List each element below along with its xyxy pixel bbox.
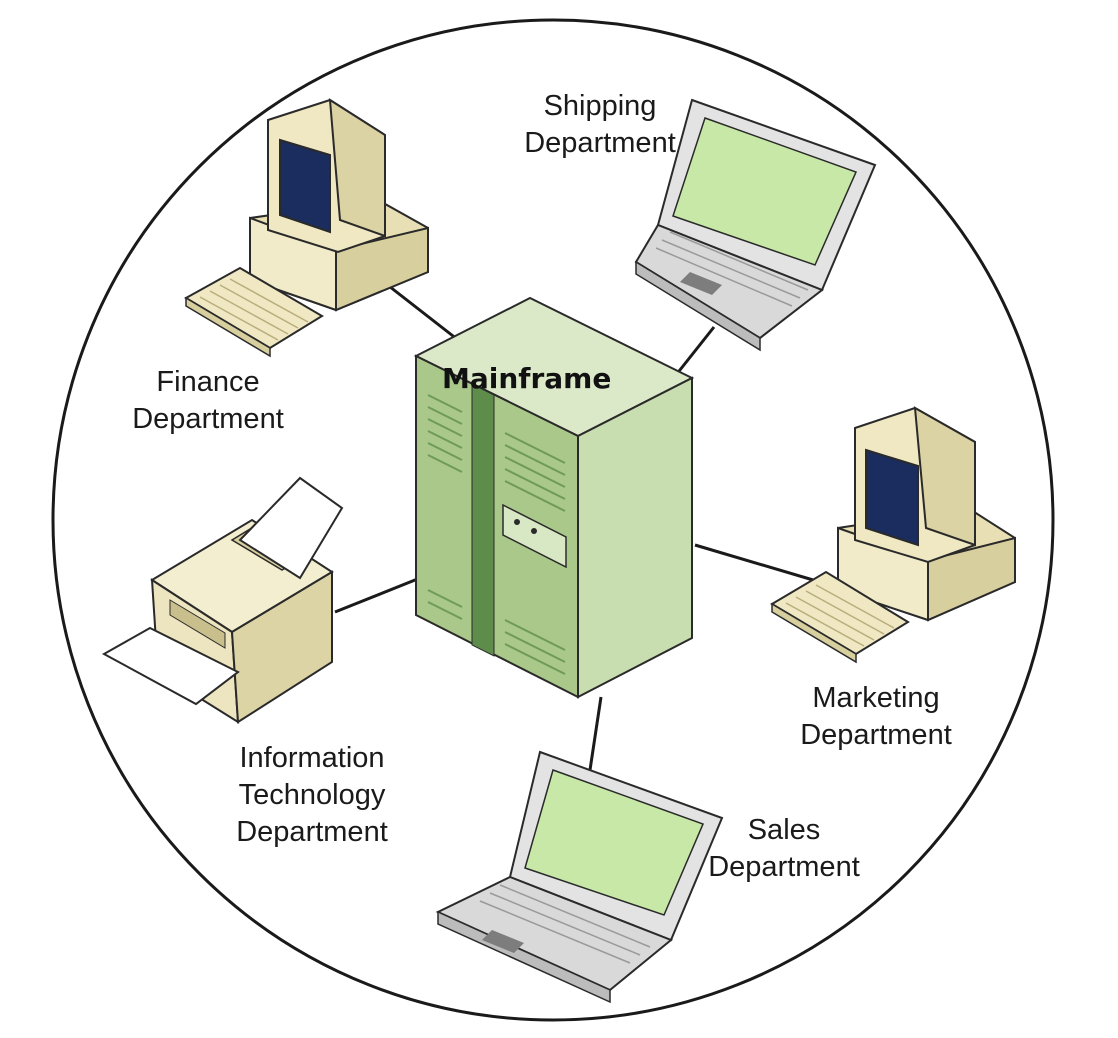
network-boundary-circle	[51, 18, 1055, 1022]
link-marketing	[694, 543, 831, 587]
label-line: Sales	[747, 814, 821, 846]
link-it	[334, 576, 421, 614]
printer-icon	[101, 476, 344, 724]
marketing-department-label: Marketing Department	[768, 680, 984, 754]
label-line: Department	[524, 127, 676, 159]
label-line: Department	[708, 851, 860, 883]
shipping-department-label: Shipping Department	[492, 88, 708, 162]
it-department-label: Information Technology Department	[204, 740, 420, 851]
desktop-computer-icon	[770, 406, 1016, 664]
link-sales	[588, 696, 603, 771]
label-line: Technology	[238, 779, 386, 811]
label-line: Marketing	[812, 682, 940, 714]
desktop-computer-icon	[183, 98, 429, 358]
laptop-icon	[634, 98, 877, 352]
label-line: Department	[800, 719, 952, 751]
label-line: Shipping	[543, 90, 657, 122]
finance-department-label: Finance Department	[100, 364, 316, 438]
link-finance	[384, 281, 463, 345]
laptop-icon	[435, 750, 724, 1004]
label-line: Finance	[156, 366, 260, 398]
mainframe-label: Mainframe	[442, 362, 612, 395]
label-line: Information	[239, 742, 385, 774]
label-line: Department	[132, 403, 284, 435]
label-line: Department	[236, 816, 388, 848]
sales-department-label: Sales Department	[676, 812, 892, 886]
mainframe-server-icon	[413, 296, 695, 699]
